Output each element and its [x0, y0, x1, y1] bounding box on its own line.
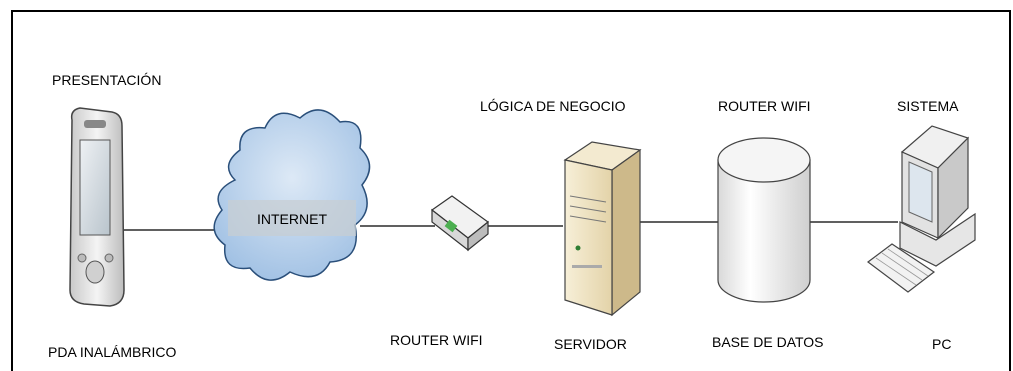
label-router-top: ROUTER WIFI [718, 98, 811, 114]
label-system: SISTEMA [897, 98, 959, 114]
pda-icon [69, 107, 125, 307]
diagram-frame [11, 10, 1011, 371]
router-icon [430, 195, 489, 252]
label-presentation: PRESENTACIÓN [52, 72, 162, 88]
label-database: BASE DE DATOS [712, 334, 824, 350]
server-icon [563, 141, 642, 317]
label-router-wifi: ROUTER WIFI [390, 332, 483, 348]
cloud-label: INTERNET [257, 211, 327, 227]
cloud-icon [213, 109, 371, 281]
connection-lines [120, 221, 898, 231]
label-business-logic: LÓGICA DE NEGOCIO [480, 98, 626, 114]
pc-icon [867, 125, 976, 293]
label-pda: PDA INALÁMBRICO [48, 344, 177, 360]
label-pc: PC [932, 336, 952, 352]
database-icon [717, 137, 811, 303]
label-server: SERVIDOR [554, 336, 627, 352]
